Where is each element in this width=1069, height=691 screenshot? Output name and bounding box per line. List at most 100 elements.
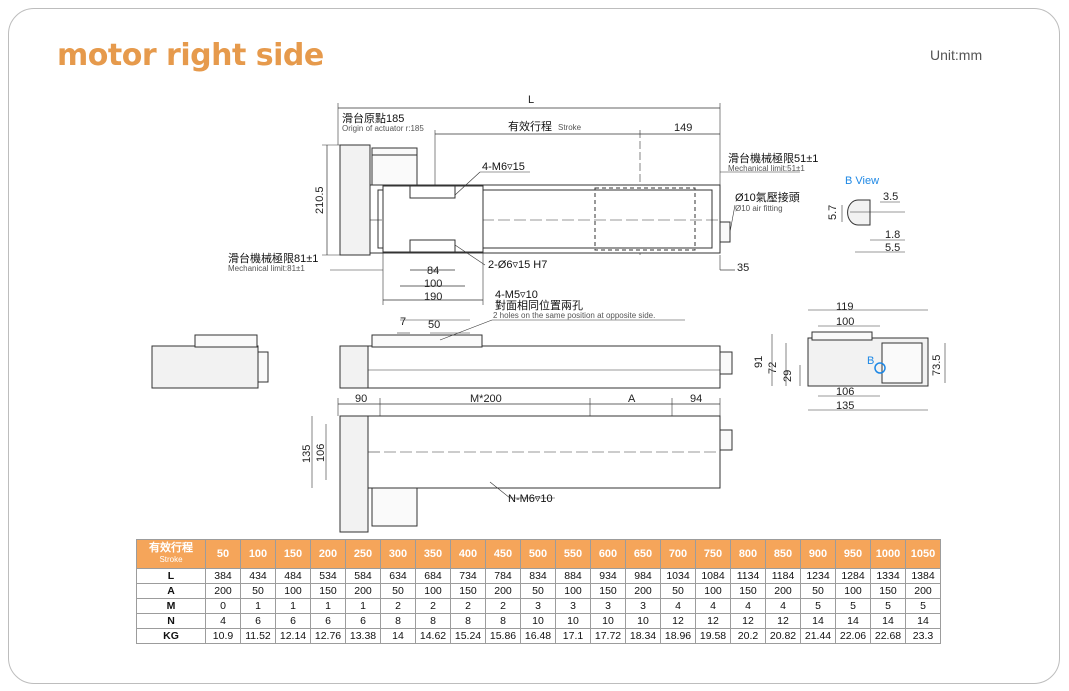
spec-cell: 50 xyxy=(380,583,416,599)
spec-cell: 734 xyxy=(450,568,486,584)
spec-cell: 200 xyxy=(765,583,801,599)
opposite-holes-label: 對面相同位置兩孔 xyxy=(495,298,583,312)
dim-m200: M*200 xyxy=(470,393,502,405)
spec-cell: 3 xyxy=(555,598,591,614)
dim-73-5: 73.5 xyxy=(931,355,943,376)
spec-cell: 1 xyxy=(240,598,276,614)
spec-cell: 14 xyxy=(380,628,416,644)
unit-label: Unit:mm xyxy=(930,47,983,63)
opposite-holes-label-en: 2 holes on the same position at opposite… xyxy=(493,311,655,320)
spec-cell: 14 xyxy=(800,613,836,629)
spec-cell: 4 xyxy=(695,598,731,614)
spec-cell: 2 xyxy=(415,598,451,614)
stroke-header: 100 xyxy=(240,539,276,569)
spec-cell: 1234 xyxy=(800,568,836,584)
spec-row-label: A xyxy=(136,583,206,599)
page-title: motor right side xyxy=(57,38,324,73)
dim-1-8: 1.8 xyxy=(885,229,900,241)
origin-label: 滑台原點185 xyxy=(342,111,404,125)
spec-cell: 200 xyxy=(205,583,241,599)
stroke-header: 200 xyxy=(310,539,346,569)
spec-cell: 1 xyxy=(310,598,346,614)
spec-cell: 10 xyxy=(555,613,591,629)
spec-cell: 17.1 xyxy=(555,628,591,644)
spec-cell: 10.9 xyxy=(205,628,241,644)
origin-label-en: Origin of actuator r:185 xyxy=(342,124,424,133)
spec-cell: 1284 xyxy=(835,568,871,584)
dim-135: 135 xyxy=(301,445,313,463)
spec-cell: 5 xyxy=(905,598,941,614)
spec-cell: 23.3 xyxy=(905,628,941,644)
spec-cell: 834 xyxy=(520,568,556,584)
spec-cell: 8 xyxy=(415,613,451,629)
stroke-header: 300 xyxy=(380,539,416,569)
spec-cell: 17.72 xyxy=(590,628,626,644)
spec-cell: 12 xyxy=(695,613,731,629)
spec-cell: 12.14 xyxy=(275,628,311,644)
spec-cell: 1084 xyxy=(695,568,731,584)
spec-cell: 22.06 xyxy=(835,628,871,644)
spec-cell: 150 xyxy=(450,583,486,599)
dim-72: 72 xyxy=(767,362,779,374)
spec-row-label: N xyxy=(136,613,206,629)
spec-cell: 984 xyxy=(625,568,661,584)
mech-limit-81: 滑台機械極限81±1 xyxy=(228,251,318,265)
stroke-label: 有效行程 xyxy=(508,119,552,133)
spec-cell: 8 xyxy=(380,613,416,629)
spec-cell: 1184 xyxy=(765,568,801,584)
spec-cell: 18.96 xyxy=(660,628,696,644)
dowel-label: 2-Ø6▿15 H7 xyxy=(488,259,547,271)
spec-cell: 10 xyxy=(520,613,556,629)
dim-119: 119 xyxy=(836,301,854,313)
dim-90: 90 xyxy=(355,393,367,405)
dim-5-7: 5.7 xyxy=(827,205,839,220)
spec-cell: 584 xyxy=(345,568,381,584)
dim-7: 7 xyxy=(400,316,406,328)
spec-cell: 4 xyxy=(765,598,801,614)
spec-cell: 14 xyxy=(905,613,941,629)
dim-29: 29 xyxy=(782,370,794,382)
spec-cell: 18.34 xyxy=(625,628,661,644)
spec-cell: 1334 xyxy=(870,568,906,584)
spec-cell: 1 xyxy=(275,598,311,614)
spec-cell: 8 xyxy=(485,613,521,629)
stroke-header: 50 xyxy=(205,539,241,569)
spec-cell: 20.82 xyxy=(765,628,801,644)
spec-row-label: L xyxy=(136,568,206,584)
spec-row-label: M xyxy=(136,598,206,614)
spec-cell: 200 xyxy=(485,583,521,599)
spec-cell: 16.48 xyxy=(520,628,556,644)
mech-limit-51: 滑台機械極限51±1 xyxy=(728,151,818,165)
b-marker: B xyxy=(867,355,874,367)
spec-cell: 684 xyxy=(415,568,451,584)
spec-cell: 200 xyxy=(345,583,381,599)
dim-35: 35 xyxy=(737,262,749,274)
spec-cell: 2 xyxy=(485,598,521,614)
dim-210-5: 210.5 xyxy=(314,186,326,214)
dim-A: A xyxy=(628,393,636,405)
dim-91: 91 xyxy=(753,356,765,368)
mech-limit-51-en: Mechanical limit:51±1 xyxy=(728,164,805,173)
spec-cell: 150 xyxy=(590,583,626,599)
spec-cell: 200 xyxy=(625,583,661,599)
stroke-header: 900 xyxy=(800,539,836,569)
spec-cell: 50 xyxy=(800,583,836,599)
spec-cell: 10 xyxy=(590,613,626,629)
spec-cell: 10 xyxy=(625,613,661,629)
spec-cell: 884 xyxy=(555,568,591,584)
spec-row-label: KG xyxy=(136,628,206,644)
spec-cell: 434 xyxy=(240,568,276,584)
spec-cell: 3 xyxy=(625,598,661,614)
air-fitting-label-en: Ø10 air fitting xyxy=(735,204,783,213)
right-end-view xyxy=(771,309,946,411)
stroke-header: 1000 xyxy=(870,539,906,569)
dim-106-end: 106 xyxy=(836,386,854,398)
spec-cell: 2 xyxy=(450,598,486,614)
stroke-label-en: Stroke xyxy=(558,123,582,132)
bottom-view xyxy=(311,398,733,533)
